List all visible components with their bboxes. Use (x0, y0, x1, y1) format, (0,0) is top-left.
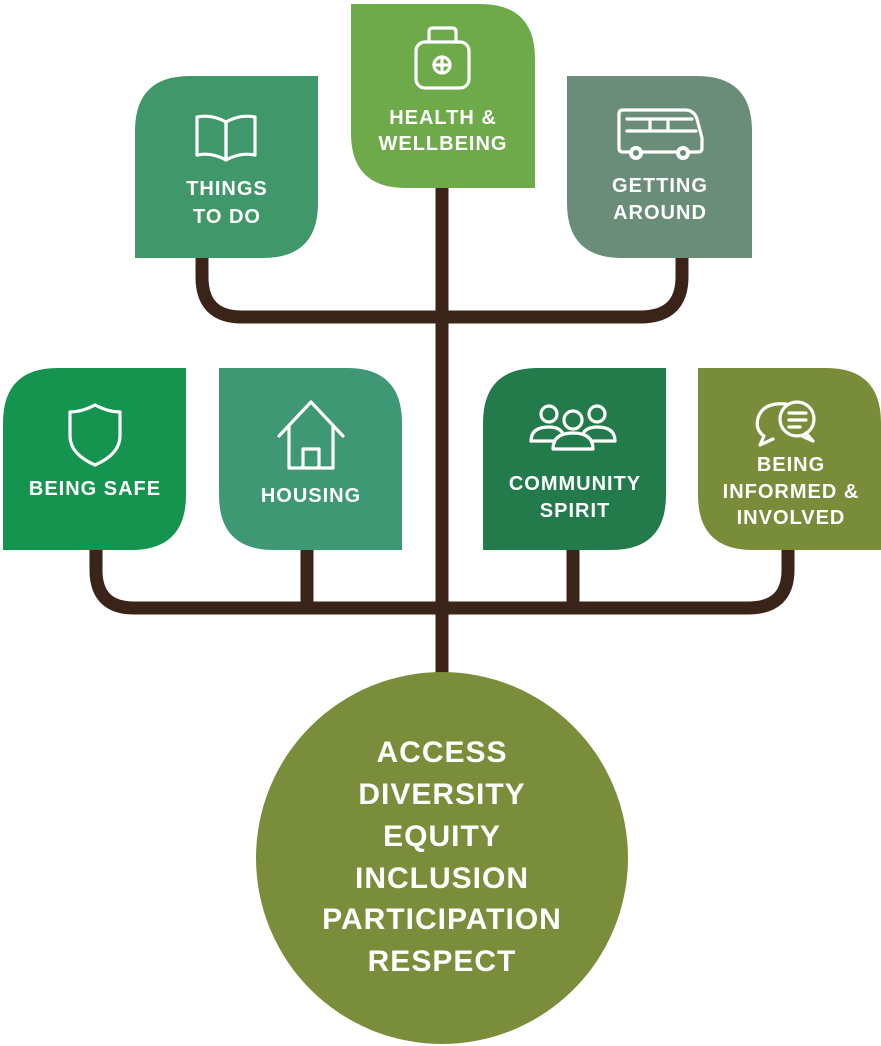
leaf-getting-around-line2: AROUND (613, 202, 707, 224)
leaf-health-wellbeing: HEALTH & WELLBEING (351, 4, 535, 188)
core-value-respect: RESPECT (368, 945, 517, 978)
leaf-health-line2: WELLBEING (379, 133, 508, 155)
leaf-getting-around-line1: GETTING (612, 175, 708, 197)
core-value-diversity: DIVERSITY (358, 778, 525, 811)
core-circle (256, 672, 628, 1044)
leaf-housing-label: HOUSING (261, 485, 361, 507)
core-values: ACCESS DIVERSITY EQUITY INCLUSION PARTIC… (256, 672, 628, 1044)
leaf-things-to-do-line1: THINGS (186, 178, 268, 200)
people-group-icon (529, 404, 617, 451)
open-book-icon (195, 114, 257, 162)
leaf-community-spirit-shape (483, 368, 666, 550)
leaf-being-informed-line3: INVOLVED (737, 507, 846, 529)
leaf-housing: HOUSING (219, 368, 402, 550)
leaf-health-line1: HEALTH & (389, 107, 497, 129)
upper-branch (195, 250, 689, 324)
leaf-being-informed-line2: INFORMED & (723, 481, 860, 503)
leaf-community-spirit-line2: SPIRIT (540, 500, 610, 522)
leaf-things-to-do-line2: TO DO (193, 206, 261, 228)
bus-icon (617, 108, 704, 160)
house-icon (277, 400, 345, 470)
leaf-being-safe-shape (3, 368, 186, 550)
core-value-equity: EQUITY (383, 820, 501, 853)
leaf-being-safe: BEING SAFE (3, 368, 186, 550)
core-value-participation: PARTICIPATION (322, 903, 562, 936)
leaf-being-informed-line1: BEING (757, 454, 825, 476)
core-value-inclusion: INCLUSION (355, 862, 529, 895)
leaf-getting-around: GETTING AROUND (567, 76, 752, 258)
lower-branch (89, 540, 795, 615)
leaf-housing-shape (219, 368, 402, 550)
leaf-things-to-do: THINGS TO DO (135, 76, 318, 258)
leaf-being-informed: BEING INFORMED & INVOLVED (698, 368, 881, 550)
leaf-community-spirit-line1: COMMUNITY (509, 473, 641, 495)
leaf-getting-around-shape (567, 76, 752, 258)
leaf-things-to-do-shape (135, 76, 318, 258)
leaf-being-informed-shape (698, 368, 881, 550)
leaf-community-spirit: COMMUNITY SPIRIT (483, 368, 666, 550)
speech-bubbles-icon (755, 400, 816, 447)
leaf-being-safe-label: BEING SAFE (29, 478, 161, 500)
shield-icon (68, 403, 122, 467)
core-value-access: ACCESS (376, 736, 507, 769)
leaf-health-shape (351, 4, 535, 188)
tree-branches (89, 180, 795, 690)
first-aid-kit-icon (414, 26, 471, 90)
